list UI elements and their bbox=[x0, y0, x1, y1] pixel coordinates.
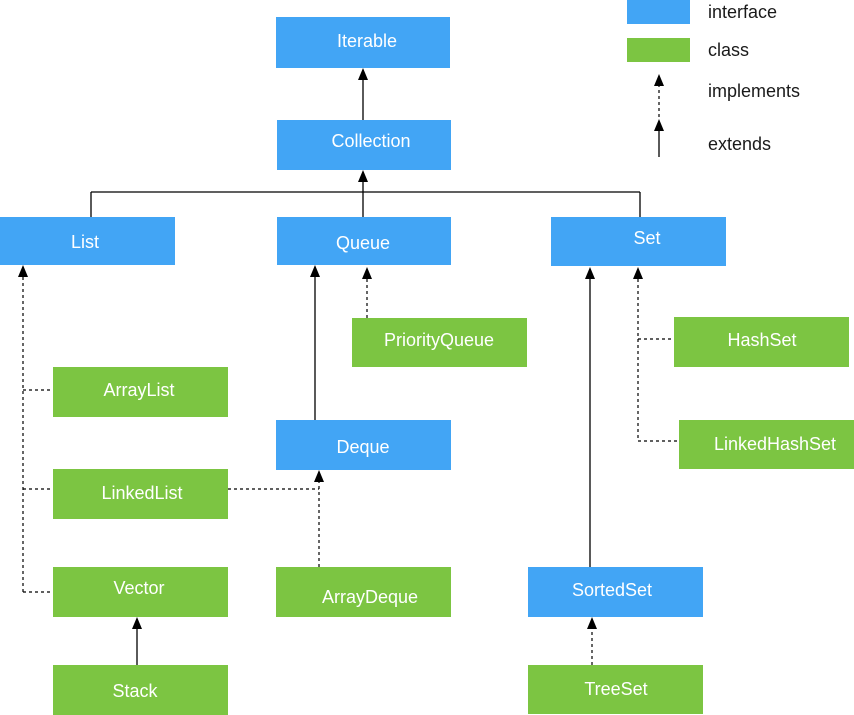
arrow-head bbox=[310, 265, 320, 277]
legend-implements-label: implements bbox=[708, 81, 800, 101]
node-label: ArrayList bbox=[103, 380, 174, 400]
arrow-head bbox=[654, 119, 664, 131]
node-queue: Queue bbox=[277, 217, 451, 265]
node-label: List bbox=[71, 232, 99, 252]
node-label: Stack bbox=[112, 681, 158, 701]
node-arraydeque: ArrayDeque bbox=[276, 567, 451, 617]
arrow-head bbox=[358, 68, 368, 80]
node-label: LinkedHashSet bbox=[714, 434, 836, 454]
edges bbox=[18, 68, 679, 665]
arrow-head bbox=[585, 267, 595, 279]
legend-class-label: class bbox=[708, 40, 749, 60]
node-treeset: TreeSet bbox=[528, 665, 703, 714]
arrow-head bbox=[358, 170, 368, 182]
legend-extends-label: extends bbox=[708, 134, 771, 154]
node-label: LinkedList bbox=[101, 483, 182, 503]
arrow-head bbox=[587, 617, 597, 629]
legend: interface class implements extends bbox=[627, 0, 800, 157]
node-label: Set bbox=[633, 228, 660, 248]
arrow-head bbox=[654, 74, 664, 86]
arrow-head bbox=[18, 265, 28, 277]
node-label: Vector bbox=[113, 578, 164, 598]
node-label: TreeSet bbox=[584, 679, 647, 699]
node-hashset: HashSet bbox=[674, 317, 849, 367]
node-linkedlist: LinkedList bbox=[53, 469, 228, 519]
node-iterable: Iterable bbox=[276, 17, 450, 68]
arrow-head bbox=[362, 267, 372, 279]
node-label: SortedSet bbox=[572, 580, 652, 600]
node-list: List bbox=[0, 217, 175, 265]
legend-class-swatch bbox=[627, 38, 690, 62]
node-label: Queue bbox=[336, 233, 390, 253]
node-label: Collection bbox=[331, 131, 410, 151]
node-vector: Vector bbox=[53, 567, 228, 617]
node-label: PriorityQueue bbox=[384, 330, 494, 350]
node-collection: Collection bbox=[277, 120, 451, 170]
node-label: Iterable bbox=[337, 31, 397, 51]
legend-interface-label: interface bbox=[708, 2, 777, 22]
node-deque: Deque bbox=[276, 420, 451, 470]
node-linkedhashset: LinkedHashSet bbox=[679, 420, 854, 469]
arrow-head bbox=[633, 267, 643, 279]
node-label: HashSet bbox=[727, 330, 796, 350]
arrow-head bbox=[314, 470, 324, 482]
node-arraylist: ArrayList bbox=[53, 367, 228, 417]
node-label: Deque bbox=[336, 437, 389, 457]
node-priorityqueue: PriorityQueue bbox=[352, 318, 527, 367]
node-sortedset: SortedSet bbox=[528, 567, 703, 617]
arrow-head bbox=[132, 617, 142, 629]
node-stack: Stack bbox=[53, 665, 228, 715]
node-label: ArrayDeque bbox=[322, 587, 418, 607]
legend-interface-swatch bbox=[627, 0, 690, 24]
node-set: Set bbox=[551, 217, 726, 266]
